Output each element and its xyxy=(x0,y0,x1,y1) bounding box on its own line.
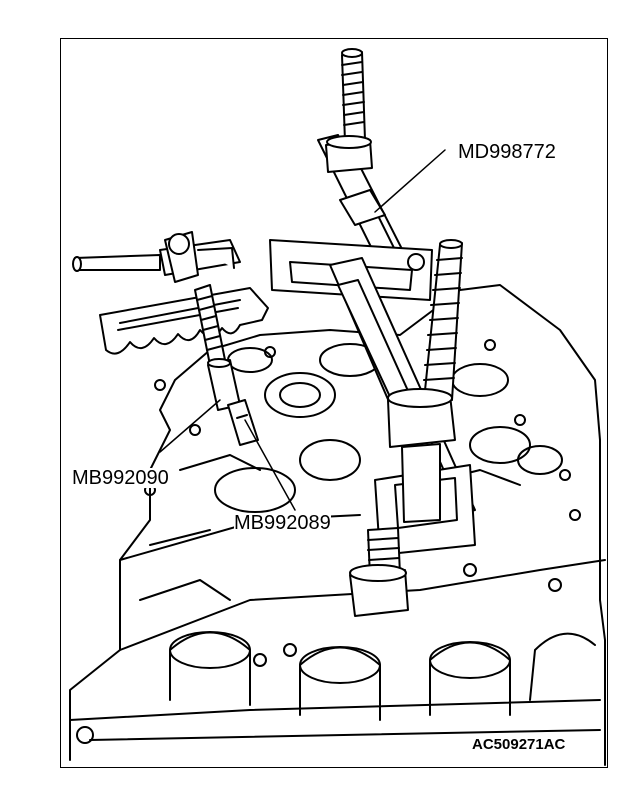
compressor-adapter xyxy=(194,284,259,446)
label-mb992089: MB992089 xyxy=(234,512,331,534)
figure-id: AC509271AC xyxy=(472,736,566,753)
label-md998772: MD998772 xyxy=(458,141,556,163)
label-mb992090: MB992090 xyxy=(72,467,169,489)
cylinder-head xyxy=(69,284,606,766)
leader-lines xyxy=(159,149,446,511)
compressor-frame xyxy=(269,48,476,617)
lever-tool xyxy=(72,231,269,355)
